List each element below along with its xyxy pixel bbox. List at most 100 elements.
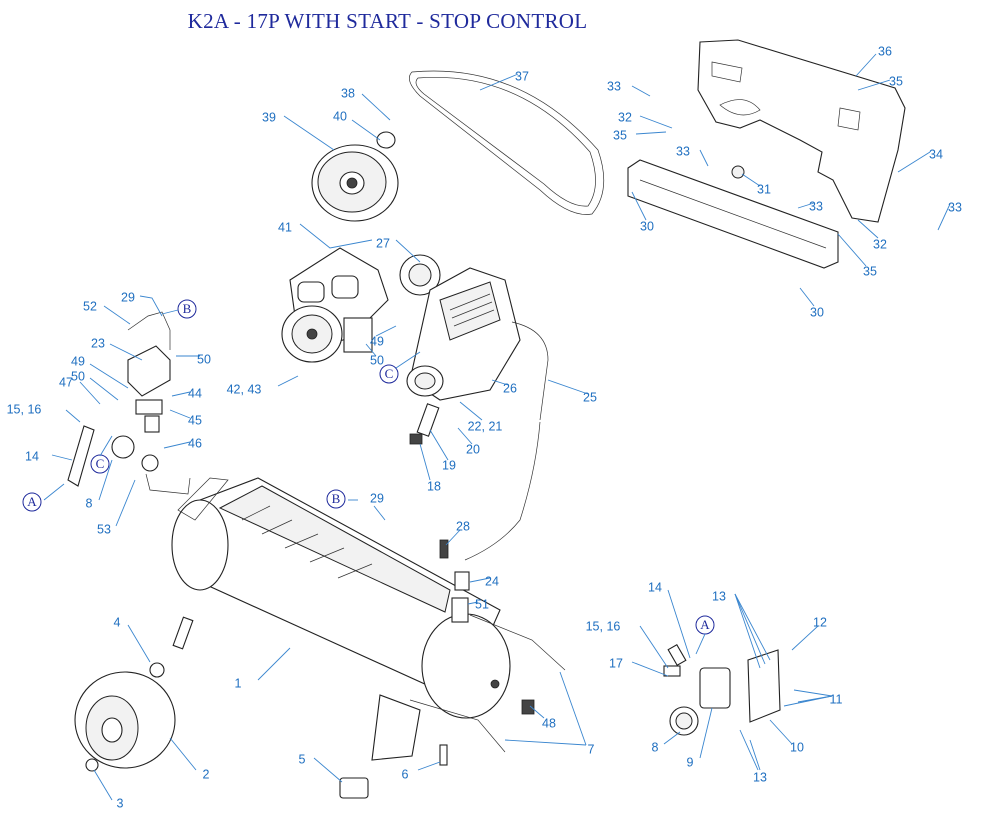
callout-c14a: 14 xyxy=(648,580,662,594)
axle xyxy=(172,616,194,650)
connector-label-B1: B xyxy=(183,301,192,316)
wheel-nut xyxy=(85,758,99,772)
discharge-tube xyxy=(464,421,541,561)
connector-circle-B1 xyxy=(177,299,197,319)
connector-leader-B1 xyxy=(161,309,179,315)
callout-c37: 37 xyxy=(515,69,529,83)
callout-c1516a: 15, 16 xyxy=(586,619,621,633)
callout-c33d: 33 xyxy=(948,200,962,214)
callout-c35b: 35 xyxy=(613,128,627,142)
cap xyxy=(521,699,535,715)
connector-label-C1: C xyxy=(96,456,105,471)
callout-c40: 40 xyxy=(333,109,347,123)
leader-line-c24 xyxy=(469,577,491,583)
callout-c13a: 13 xyxy=(712,589,726,603)
callout-c20: 20 xyxy=(466,442,480,456)
switch-cable xyxy=(127,311,171,350)
callout-c50c: 50 xyxy=(370,353,384,367)
discharge-hose xyxy=(511,321,549,421)
leader-line-c7 xyxy=(559,671,587,746)
guard-bracket xyxy=(627,159,839,269)
leader-line-c1516a xyxy=(639,625,669,669)
leader-line-c8a xyxy=(98,459,113,501)
leader-line-c44 xyxy=(171,391,191,397)
callout-c27: 27 xyxy=(376,236,390,250)
connector-circle-A1 xyxy=(22,492,42,512)
callout-c1: 1 xyxy=(235,676,242,690)
callout-c36: 36 xyxy=(878,44,892,58)
callout-c8a: 8 xyxy=(86,496,93,510)
leader-line-c6 xyxy=(417,761,441,771)
leader-line-c10 xyxy=(769,719,793,745)
drain-valve xyxy=(439,744,448,766)
leader-line-c4243 xyxy=(277,375,299,387)
callout-c45: 45 xyxy=(188,413,202,427)
callout-c29b: 29 xyxy=(370,491,384,505)
leader-line-c53 xyxy=(115,479,136,527)
callout-c3: 3 xyxy=(117,796,124,810)
leader-line-c32a xyxy=(639,115,673,129)
leader-line-c31 xyxy=(741,173,761,187)
leader-line-c33b xyxy=(699,149,709,167)
leader-line-c13b xyxy=(749,739,761,771)
connector-label-A1: A xyxy=(27,494,37,509)
air-tank xyxy=(171,477,511,719)
callout-c49b: 49 xyxy=(370,334,384,348)
callout-c24: 24 xyxy=(485,574,499,588)
leader-line-c1516b xyxy=(65,409,81,423)
electric-motor xyxy=(281,247,389,363)
callout-c39: 39 xyxy=(262,110,276,124)
callout-c29a: 29 xyxy=(121,290,135,304)
callout-c4243: 42, 43 xyxy=(227,382,262,396)
leader-line-c36 xyxy=(855,53,877,77)
rubber-foot xyxy=(339,777,369,799)
callout-c7: 7 xyxy=(588,742,595,756)
leader-line-c46 xyxy=(163,441,191,449)
tank-stand xyxy=(371,694,421,761)
leader-line-c5 xyxy=(313,757,343,783)
callout-c9: 9 xyxy=(687,755,694,769)
leader-line-c50b xyxy=(89,377,119,401)
callout-c30a: 30 xyxy=(640,219,654,233)
leader-line-c4 xyxy=(127,624,151,663)
callout-c13b: 13 xyxy=(753,770,767,784)
connector-leader-A2 xyxy=(695,633,706,655)
callout-c52: 52 xyxy=(83,299,97,313)
callout-c34: 34 xyxy=(929,147,943,161)
callout-c26: 26 xyxy=(503,381,517,395)
leader-line-c27 xyxy=(395,239,421,263)
callout-c4: 4 xyxy=(114,615,121,629)
leader-line-c35a xyxy=(857,79,891,91)
callout-c5: 5 xyxy=(299,752,306,766)
leader-line-c11 xyxy=(783,695,833,707)
leader-line-c52 xyxy=(103,305,131,325)
connector-leader-A1 xyxy=(43,483,65,501)
connector-circle-B2 xyxy=(326,489,346,509)
leader-line-c30a xyxy=(631,191,647,221)
callout-c2221: 22, 21 xyxy=(468,419,503,433)
belt-guard xyxy=(697,39,906,223)
leader-line-c37 xyxy=(479,73,519,91)
cable xyxy=(145,473,191,495)
leader-line-c13a xyxy=(734,593,771,661)
check-valve xyxy=(454,571,470,591)
callout-c1516b: 15, 16 xyxy=(7,402,42,416)
leader-line-c13a xyxy=(734,593,766,665)
leader-line-c29b xyxy=(373,505,386,521)
callout-c23: 23 xyxy=(91,336,105,350)
nipple-fitting xyxy=(416,403,440,437)
leader-line-c50c xyxy=(365,343,377,357)
leader-line-c25 xyxy=(547,379,589,395)
leader-line-c38 xyxy=(361,93,391,121)
leader-line-c45 xyxy=(169,409,191,419)
connector-leader-C1 xyxy=(99,435,113,457)
callout-c14b: 14 xyxy=(25,449,39,463)
leader-line-c49b xyxy=(375,325,397,337)
leader-line-c51 xyxy=(467,601,479,605)
leader-line-c1 xyxy=(257,647,291,681)
callout-c18: 18 xyxy=(427,479,441,493)
leader-line-c32b xyxy=(857,219,879,239)
leader-line-c41 xyxy=(299,223,373,249)
